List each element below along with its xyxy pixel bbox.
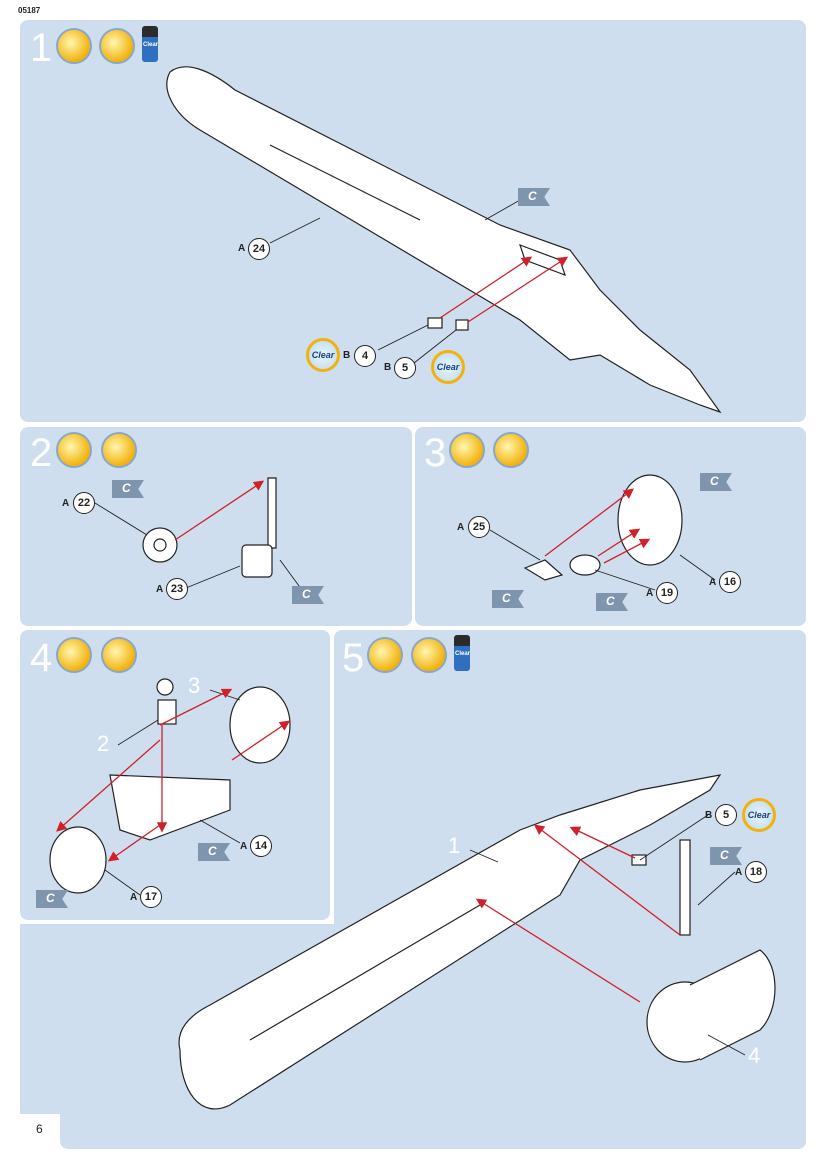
step-3-part-19-sprue: A xyxy=(646,588,654,599)
brush-icon xyxy=(101,637,137,673)
step-5-clear-badge: Clear xyxy=(742,798,776,832)
paint-drop-icon xyxy=(449,432,485,468)
step-3-part-25-sprue: A xyxy=(457,522,465,533)
brush-icon xyxy=(99,28,135,64)
step-1-paint-flag: C xyxy=(518,188,550,206)
step-1-clear-badge-1: Clear xyxy=(306,338,340,372)
brush-icon xyxy=(411,637,447,673)
paint-drop-icon xyxy=(367,637,403,673)
step-5-panel-corner xyxy=(20,924,80,1114)
fuselage-assembly-shape xyxy=(178,774,722,1110)
step-2-number: 2 xyxy=(30,431,53,475)
step-1-part-5-sprue: B xyxy=(384,362,392,373)
step-2-part-23: 23 xyxy=(166,578,188,600)
part-a17-shape xyxy=(49,826,107,894)
part-b4-shape xyxy=(427,317,443,329)
step-1-number: 1 xyxy=(30,26,53,70)
part-a19-shape xyxy=(569,554,601,576)
step-2-paint-flag-2: C xyxy=(292,586,324,604)
part-a14-shape xyxy=(109,774,231,841)
step-5-ref-4: 4 xyxy=(748,1043,761,1068)
paint-drop-icon xyxy=(56,637,92,673)
step-1-part-4-sprue: B xyxy=(343,350,351,361)
step-3-part-16-sprue: A xyxy=(709,577,717,588)
page-number: 6 xyxy=(36,1122,43,1136)
step-4-part-17: 17 xyxy=(140,886,162,908)
step-3-number: 3 xyxy=(424,431,447,475)
step-3-paint-flag-1: C xyxy=(700,473,732,491)
document-code: 05187 xyxy=(18,6,41,15)
clear-bottle-icon: Clear xyxy=(454,635,470,671)
step-4-paint-flag-1: C xyxy=(198,843,230,861)
step-3-part-19: 19 xyxy=(656,582,678,604)
step-1-part-24-sprue: A xyxy=(238,243,246,254)
step-2-part-22: 22 xyxy=(73,492,95,514)
step-4-ref-3: 3 xyxy=(188,673,201,698)
bottle-label: Clear xyxy=(143,42,159,48)
step-5-part-18-sprue: A xyxy=(735,867,743,878)
step-3-paint-flag-2: C xyxy=(492,590,524,608)
step-5-ref-1: 1 xyxy=(448,833,461,858)
step-1-clear-badge-2: Clear xyxy=(431,350,465,384)
part-b5-shape xyxy=(455,319,469,331)
step-3-part-25: 25 xyxy=(468,516,490,538)
bulkhead-assembly-shape xyxy=(229,686,291,764)
clear-bottle-icon: Clear xyxy=(142,26,158,62)
fuselage-half-top xyxy=(166,66,722,414)
step-4-paint-flag-2: C xyxy=(36,890,68,908)
part-a18-shape xyxy=(679,839,691,936)
step-2-part-23-sprue: A xyxy=(156,584,164,595)
step-5-part-5: 5 xyxy=(715,804,737,826)
step-5-part-18: 18 xyxy=(745,861,767,883)
step-2-paint-flag-1: C xyxy=(112,480,144,498)
step-2-part-22-sprue: A xyxy=(62,498,70,509)
paint-drop-icon xyxy=(56,28,92,64)
step-3-part-16: 16 xyxy=(719,571,741,593)
step-1-part-4: 4 xyxy=(354,345,376,367)
brush-icon xyxy=(101,432,137,468)
step-4-part-14: 14 xyxy=(250,835,272,857)
step-4-ref-2: 2 xyxy=(97,731,110,756)
step-5-number: 5 xyxy=(342,636,365,680)
step-5-part-5-sprue: B xyxy=(705,810,713,821)
part-a23-shape xyxy=(267,477,277,549)
step-1-part-24: 24 xyxy=(248,238,270,260)
step-3-paint-flag-3: C xyxy=(596,593,628,611)
bulkhead-a16-shape xyxy=(617,474,683,566)
paint-drop-icon xyxy=(56,432,92,468)
step-4-part-17-sprue: A xyxy=(130,892,138,903)
step-5-paint-flag: C xyxy=(710,847,742,865)
step-1-part-5: 5 xyxy=(394,357,416,379)
brush-icon xyxy=(493,432,529,468)
step-4-part-14-sprue: A xyxy=(240,841,248,852)
part-a25-shape xyxy=(523,559,564,581)
step-4-number: 4 xyxy=(30,636,53,680)
